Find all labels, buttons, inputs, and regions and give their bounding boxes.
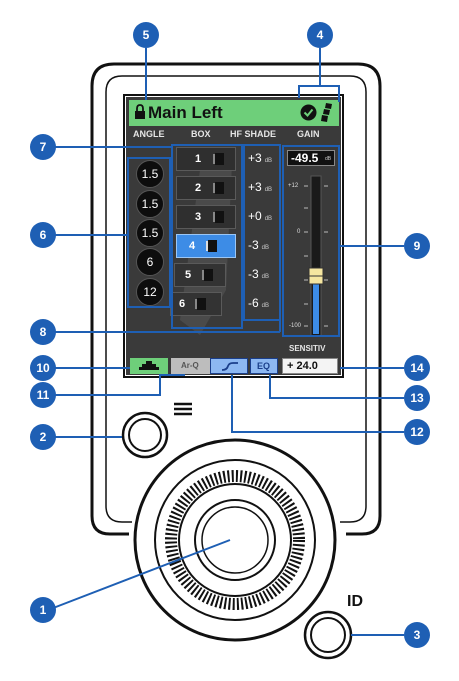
callout-4: 4 [307,22,333,48]
header-angle: ANGLE [133,129,165,139]
angle-value[interactable]: 1.5 [136,160,164,188]
callout-13: 13 [404,385,430,411]
gain-scale-mid: 0 [297,229,301,235]
gain-unit: dB [325,156,332,162]
lock-icon [135,104,145,119]
box-speaker-icon [206,240,217,252]
sensitivity-value-box[interactable] [282,358,338,374]
callout-11: 11 [30,382,56,408]
callout-10: 10 [30,355,56,381]
box-speaker-icon [213,182,224,194]
box-number: 5 [185,269,192,281]
box-number: 6 [179,298,186,310]
sensitivity-value: + 24.0 [287,360,318,372]
tab-eq[interactable] [250,358,278,374]
gain-fader[interactable] [284,168,338,343]
id-button-shape [303,610,353,660]
angle-value[interactable]: 12 [136,278,164,306]
box-number: 4 [189,240,196,252]
callout-9: 9 [404,233,430,259]
array-view-icon [139,361,159,370]
callout-6: 6 [30,222,56,248]
box-speaker-icon [202,269,213,281]
gain-value: -49.5 [291,151,319,165]
header-hf-shade: HF SHADE [230,129,277,139]
callout-1: 1 [30,597,56,623]
gain-scale-top: +12 [288,183,299,189]
box-number: 3 [195,211,202,223]
box-row-2[interactable]: 2 [176,176,236,200]
tab-shelf-filter[interactable] [210,358,248,374]
box-row-5[interactable]: 5 [174,263,226,287]
header-gain: GAIN [297,129,320,139]
tab-array-view[interactable] [130,358,168,374]
callout-3: 3 [404,622,430,648]
angle-value[interactable]: 1.5 [136,190,164,218]
id-label: ID [347,593,363,610]
callout-5: 5 [133,22,159,48]
preset-title: Main Left [148,103,223,122]
back-button-shape [121,411,169,459]
callout-2: 2 [30,424,56,450]
callout-12: 12 [404,419,430,445]
angle-value[interactable]: 1.5 [136,219,164,247]
menu-icon [174,402,192,416]
tab-arq-label: Ar-Q [181,361,199,370]
tab-eq-label: EQ [257,361,271,371]
callout-7: 7 [30,134,56,160]
box-number: 2 [195,182,202,194]
box-speaker-icon [195,298,206,310]
main-encoder-knob [133,438,337,642]
callout-8: 8 [30,319,56,345]
box-row-4-selected[interactable]: 4 [176,234,236,258]
angle-value[interactable]: 6 [136,248,164,276]
shelf-filter-icon [221,362,238,371]
sensitivity-label: SENSITIV [289,344,326,353]
box-row-3[interactable]: 3 [176,205,236,229]
box-row-1[interactable]: 1 [176,147,236,171]
gain-value-box[interactable] [287,150,335,166]
header-box: BOX [191,129,211,139]
box-speaker-icon [213,153,224,165]
box-speaker-icon [213,211,224,223]
box-number: 1 [195,153,202,165]
check-icon [300,104,317,121]
device-inner-frame [105,75,367,523]
device-outer-frame [90,62,382,536]
callout-14: 14 [404,355,430,381]
gain-scale-bottom: -100 [289,323,302,329]
speaker-array-icon [321,103,332,122]
tab-arq[interactable] [171,358,211,374]
